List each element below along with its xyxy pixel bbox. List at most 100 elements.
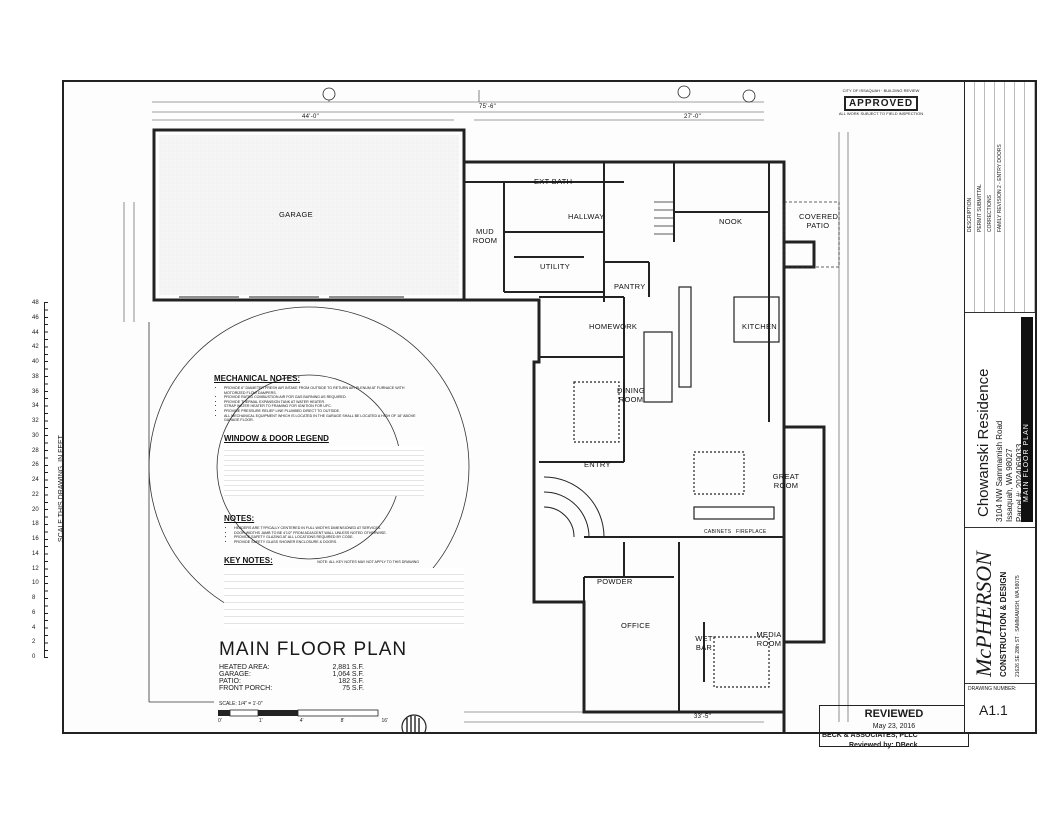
scale-tick: 0' <box>218 718 222 724</box>
scale-label: SCALE: 1/4" = 1'-0" <box>219 701 263 707</box>
stamp-city: CITY OF ISSAQUAH · BUILDING REVIEW <box>842 88 920 93</box>
drawing-number: A1.1 <box>979 702 1008 718</box>
plan-title: MAIN FLOOR PLAN <box>219 639 408 660</box>
scale-bar-tick: 44 <box>32 329 39 336</box>
scale-bar-tick: 4 <box>32 624 36 631</box>
scale-bar-tick: 18 <box>32 521 39 528</box>
room-label-entry: ENTRY <box>584 460 611 469</box>
room-label-wet-bar: WET BAR <box>695 634 713 652</box>
room-label-garage: GARAGE <box>279 210 313 219</box>
title-block: DESCRIPTION PERMIT SUBMITTAL CORRECTIONS… <box>964 80 1037 734</box>
room-label-powder: POWDER <box>597 577 633 586</box>
scale-bar-tick: 0 <box>32 654 36 660</box>
reviewed-date: May 23, 2016 <box>872 723 916 730</box>
mechanical-notes: MECHANICAL NOTES: PROVIDE 6" DIAMETER FR… <box>214 374 424 423</box>
sheet-title-bar <box>1021 317 1033 522</box>
stamp-note: ALL WORK SUBJECT TO FIELD INSPECTION <box>838 111 924 116</box>
reviewed-box: REVIEWED May 23, 2016 <box>819 705 969 751</box>
revision-table <box>965 82 1035 313</box>
sheet-title: MAIN FLOOR PLAN <box>1023 423 1030 502</box>
note-item: PROVIDE SAFETY GLASS SHOWER ENCLOSURE & … <box>234 540 429 545</box>
scale-bar-tick: 38 <box>32 373 39 380</box>
note-item: PROVIDE SAFETY GLAZING AT ALL LOCATIONS … <box>234 535 429 540</box>
area-value: 75 S.F. <box>342 685 364 692</box>
scale-bar-tick: 12 <box>32 565 39 572</box>
project-title: Chowanski Residence <box>975 368 992 517</box>
dimension-top-overall: 75'-6" <box>479 104 497 110</box>
project-address-1: 3104 NW Sammamish Road <box>995 420 1004 522</box>
key-notes: KEY NOTES: NOTE: ALL KEY NOTES MAY NOT A… <box>224 550 464 628</box>
area-summary: HEATED AREA: 2,881 S.F. GARAGE: 1,064 S.F.… <box>219 664 364 692</box>
reviewed-title: REVIEWED <box>864 708 924 720</box>
project-address-2: Issaquah, WA 98027 <box>1005 448 1014 522</box>
scale-bar-ruler <box>44 302 48 658</box>
room-label-covered-patio: COVERED PATIO <box>799 212 839 230</box>
key-notes-body <box>224 568 464 628</box>
firm-logo-name: McPHERSON <box>971 551 996 677</box>
firm-logo-sub: CONSTRUCTION & DESIGN <box>999 571 1008 677</box>
room-label-office: OFFICE <box>621 621 651 630</box>
revision-item: CORRECTIONS <box>987 195 993 232</box>
dimension-garage-width: 44'-0" <box>302 114 320 120</box>
scale-bar-tick: 40 <box>32 359 39 365</box>
mechanical-note-item: PROVIDE THERMAL EXPANSION TANK AT WATER … <box>224 400 424 405</box>
mechanical-note-item: PROVIDE RATED COMBUSTION AIR FOR GAS BUR… <box>224 395 424 400</box>
firm-address: 21626 SE 28th ST · SAMMAMISH, WA 98075 <box>1015 575 1021 677</box>
reviewer-firm: BECK & ASSOCIATES, PLLC <box>822 732 918 739</box>
area-value: 2,881 S.F. <box>332 664 364 671</box>
reviewed-by: Reviewed by: DBeck <box>849 742 918 749</box>
room-label-utility: UTILITY <box>540 262 571 271</box>
scale-ticks: 0' 1' 4' 8' 16' <box>218 718 388 724</box>
stamp-status: APPROVED <box>843 96 919 111</box>
room-label-dining-room: DINING ROOM <box>616 386 646 404</box>
legend-table <box>224 446 424 496</box>
key-notes-subheading: NOTE: ALL KEY NOTES MAY NOT APPLY TO THI… <box>317 560 419 564</box>
room-label-ext-bath: EXT BATH <box>534 177 573 186</box>
mechanical-note-item: STRAP WATER HEATER TO FRAMING FOR IGNITI… <box>224 404 424 409</box>
room-label-media-room: MEDIA ROOM <box>756 630 782 648</box>
notes-heading: NOTES: <box>224 514 255 523</box>
revision-header: DESCRIPTION <box>967 197 973 232</box>
scale-bar-tick: 10 <box>32 580 39 587</box>
scale-bar-tick: 28 <box>32 447 39 454</box>
scale-bar-tick: 16 <box>32 536 39 542</box>
scale-bar-tick: 48 <box>32 300 39 306</box>
scale-bar-tick: 30 <box>32 432 39 439</box>
window-legend-heading: WINDOW & DOOR LEGEND <box>224 434 329 443</box>
window-door-legend: WINDOW & DOOR LEGEND <box>224 434 424 496</box>
dimension-right-side: 27'-0" <box>684 114 702 120</box>
approved-stamp: CITY OF ISSAQUAH · BUILDING REVIEW APPRO… <box>826 88 936 116</box>
mechanical-note-item: ALL MECHANICAL EQUIPMENT WHICH IS LOCATE… <box>224 414 424 423</box>
revision-item: PERMIT SUBMITTAL <box>977 184 983 232</box>
scale-bar-tick: 26 <box>32 462 39 469</box>
room-label-great-room: GREAT ROOM <box>772 472 800 490</box>
room-label-pantry: PANTRY <box>614 282 646 291</box>
area-value: 1,064 S.F. <box>332 671 364 678</box>
scale-bar-tick: 14 <box>32 550 39 557</box>
scale-bar-tick: 46 <box>32 314 39 321</box>
scale-bar-tick: 22 <box>32 491 39 498</box>
area-label: GARAGE: <box>219 671 251 678</box>
area-label: FRONT PORCH: <box>219 685 273 692</box>
key-notes-heading: KEY NOTES: <box>224 556 273 565</box>
scale-bar-tick: 42 <box>32 344 39 351</box>
area-label: HEATED AREA: <box>219 664 270 671</box>
scale-tick: 1' <box>258 718 263 724</box>
scale-bar-tick: 2 <box>32 639 36 646</box>
fireplace-label: FIREPLACE <box>736 529 767 535</box>
area-label: PATIO: <box>219 678 241 685</box>
room-label-mud-room: MUD ROOM <box>472 227 498 245</box>
mechanical-note-item: PROVIDE 6" DIAMETER FRESH AIR INTAKE FRO… <box>224 386 424 395</box>
room-label-homework: HOMEWORK <box>589 322 638 331</box>
scale-tick: 8' <box>340 718 345 724</box>
room-label-hallway: HALLWAY <box>568 212 605 221</box>
note-item: HEADERS ARE TYPICALLY CENTERED IN FULL W… <box>234 526 429 531</box>
area-value: 182 S.F. <box>338 678 364 685</box>
left-scale-bar: SCALE THIS DRAWING, IN FEET 0 2 4 6 8 10… <box>28 300 65 660</box>
scale-bar-tick: 32 <box>32 418 39 424</box>
floor-plan-drawing <box>123 85 849 732</box>
dimension-bottom-overall: 33'-5" <box>694 714 712 720</box>
firm-logo-box <box>965 527 1035 684</box>
mechanical-notes-heading: MECHANICAL NOTES: <box>214 374 301 383</box>
scale-bar-tick: 36 <box>32 388 39 395</box>
